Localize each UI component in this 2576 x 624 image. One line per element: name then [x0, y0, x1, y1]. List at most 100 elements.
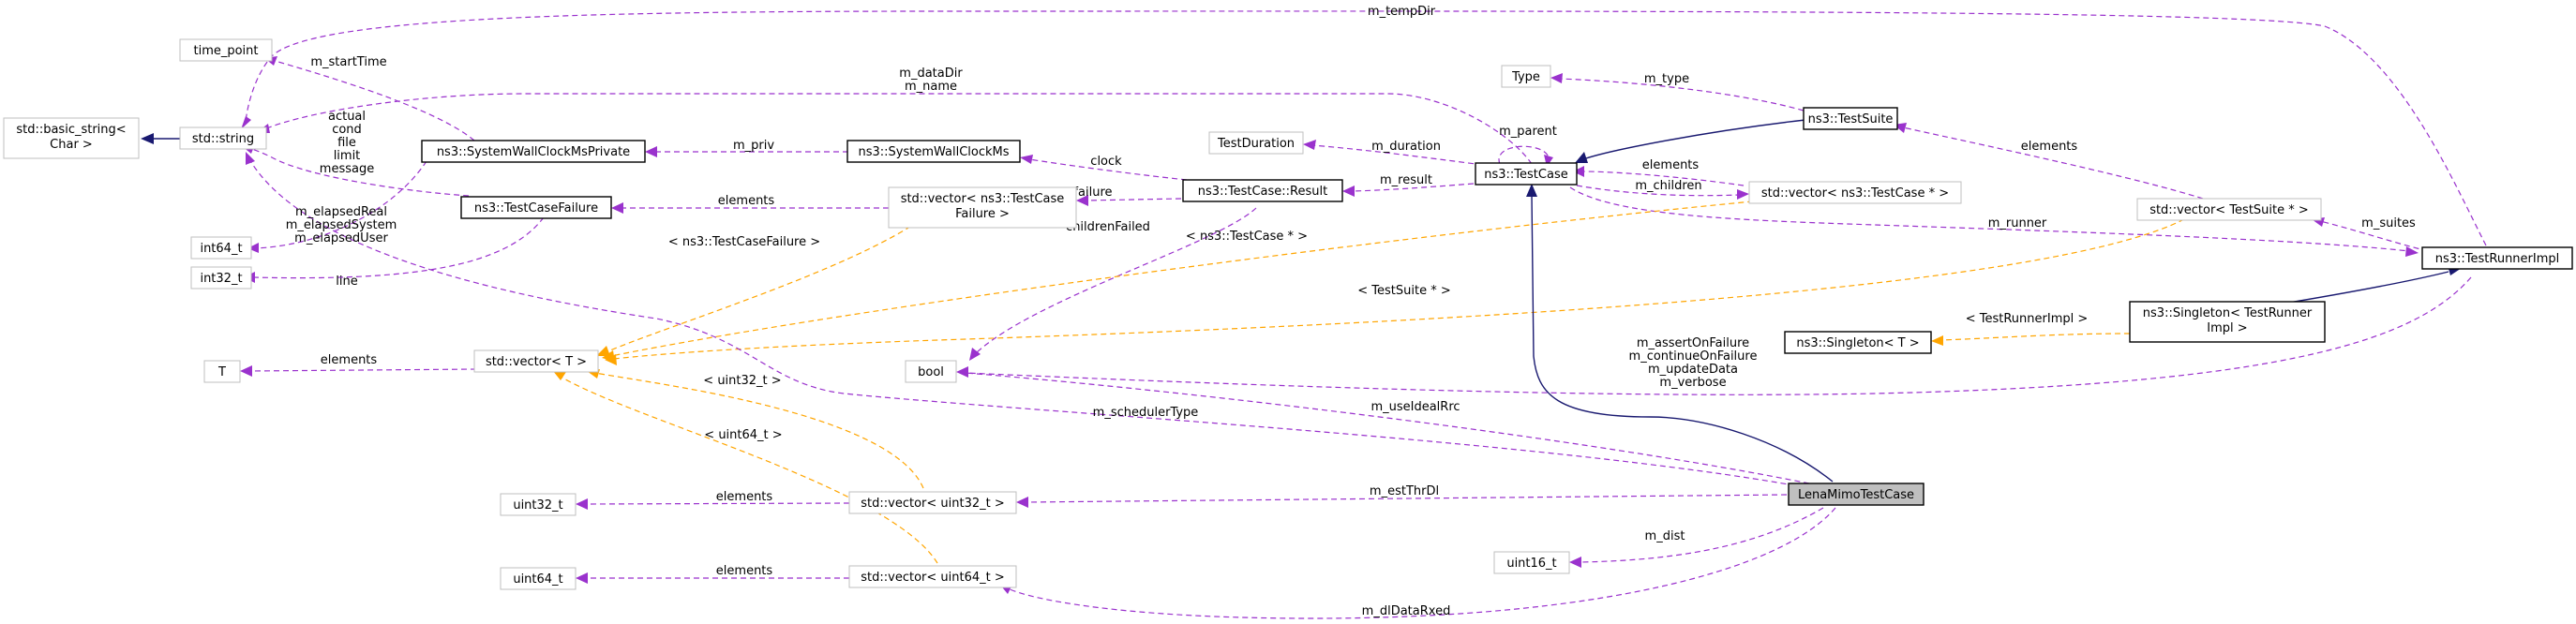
- node-time-point[interactable]: time_point: [179, 38, 273, 62]
- label-m-tempdir: m_tempDir: [1368, 5, 1436, 19]
- node-T[interactable]: T: [203, 360, 241, 383]
- arrowhead-m-children: [1737, 189, 1749, 200]
- node-bool[interactable]: bool: [905, 360, 957, 383]
- arrowhead-elements-uint32: [576, 498, 588, 510]
- node-testcasefailure[interactable]: ns3::TestCaseFailure: [460, 196, 612, 219]
- edge-testsuite-testcase: [1585, 119, 1806, 159]
- edge-elements-testsuite: [1902, 126, 2204, 200]
- node-uint32-t[interactable]: uint32_t: [500, 493, 577, 516]
- arrowhead-childrenfailed: [969, 348, 981, 361]
- label-m-result: m_result: [1380, 173, 1432, 187]
- arrowhead-testsuite-testcase: [1575, 152, 1588, 163]
- node-int64-t[interactable]: int64_t: [190, 236, 252, 260]
- node-label-vector-uint32: std::vector< uint32_t >: [861, 497, 1005, 511]
- node-label-systemwallclockmsprivate: ns3::SystemWallClockMsPrivate: [437, 145, 630, 159]
- node-vector-uint32[interactable]: std::vector< uint32_t >: [848, 491, 1017, 514]
- label-elements-uint64: elements: [716, 564, 773, 578]
- node-label-vector-testcasefailure-2: Failure >: [955, 207, 1010, 221]
- edge-m-type: [1559, 78, 1805, 111]
- node-vector-uint64[interactable]: std::vector< uint64_t >: [848, 565, 1017, 588]
- label-actual: actual: [328, 110, 366, 124]
- node-label-singleton-testrunnerimpl-1: ns3::Singleton< TestRunner: [2143, 306, 2313, 320]
- edge-tmpl-testcasefailure: [605, 220, 920, 353]
- node-type[interactable]: Type: [1501, 65, 1551, 88]
- node-basic-string[interactable]: std::basic_string< Char >: [3, 117, 140, 159]
- label-tmpl-testsuite: < TestSuite * >: [1357, 284, 1450, 298]
- node-label-vector-testcasefailure-1: std::vector< ns3::TestCase: [901, 192, 1065, 206]
- node-testrunnerimpl[interactable]: ns3::TestRunnerImpl: [2421, 246, 2573, 270]
- edge-m-useidealrrc: [965, 372, 1810, 484]
- node-label-testcasefailure: ns3::TestCaseFailure: [474, 201, 598, 215]
- node-systemwallclockmsprivate[interactable]: ns3::SystemWallClockMsPrivate: [421, 140, 646, 163]
- edge-failure: [1085, 198, 1182, 201]
- label-elements-failure: elements: [718, 194, 775, 208]
- label-m-elapsedsystem: m_elapsedSystem: [286, 218, 397, 232]
- node-int32-t[interactable]: int32_t: [190, 266, 252, 290]
- node-vector-testcase[interactable]: std::vector< ns3::TestCase * >: [1748, 181, 1962, 204]
- node-vector-testsuite[interactable]: std::vector< TestSuite * >: [2136, 198, 2322, 221]
- label-m-starttime: m_startTime: [310, 55, 386, 69]
- edge-singleton-runner: [2277, 271, 2449, 305]
- node-testduration[interactable]: TestDuration: [1208, 131, 1304, 155]
- arrowhead-m-tempdir: [241, 116, 251, 129]
- arrowhead-failure: [1076, 195, 1088, 206]
- node-label-testduration: TestDuration: [1217, 137, 1295, 151]
- node-singleton-T[interactable]: ns3::Singleton< T >: [1784, 331, 1932, 354]
- arrowhead-elements-uint64: [576, 572, 588, 584]
- node-vector-testcasefailure[interactable]: std::vector< ns3::TestCase Failure >: [888, 186, 1077, 229]
- label-tmpl-uint32: < uint32_t >: [703, 374, 781, 388]
- label-m-verbose: m_verbose: [1659, 376, 1726, 390]
- node-vector-T[interactable]: std::vector< T >: [473, 349, 599, 373]
- arrowhead-tmpl-testsuite: [605, 354, 617, 365]
- label-m-useidealrrc: m_useIdealRrc: [1370, 400, 1460, 414]
- arrowhead-runner-bool: [956, 366, 968, 378]
- edge-m-elapsed: [254, 160, 427, 249]
- edge-tmpl-testsuite: [613, 218, 2185, 360]
- label-elements-testcase: elements: [1642, 158, 1700, 172]
- label-m-datadir: m_dataDir: [899, 67, 963, 81]
- node-testsuite[interactable]: ns3::TestSuite: [1803, 107, 1898, 130]
- edge-tmpl-uint64: [560, 376, 938, 564]
- label-tmpl-testcase: < ns3::TestCase * >: [1186, 230, 1308, 244]
- node-systemwallclockms[interactable]: ns3::SystemWallClockMs: [846, 140, 1021, 163]
- node-singleton-testrunnerimpl[interactable]: ns3::Singleton< TestRunner Impl >: [2129, 301, 2326, 343]
- node-uint16-t[interactable]: uint16_t: [1493, 551, 1570, 574]
- edge-m-dldatarxed: [1007, 507, 1836, 619]
- node-label-basic-string-2: Char >: [50, 138, 93, 152]
- node-label-vector-T: std::vector< T >: [486, 355, 587, 369]
- label-m-duration: m_duration: [1371, 140, 1441, 154]
- edge-m-children: [1576, 185, 1741, 197]
- node-std-string[interactable]: std::string: [179, 126, 267, 150]
- node-label-basic-string-1: std::basic_string<: [16, 123, 126, 137]
- edge-tmpl-testrunnerimpl: [1939, 333, 2131, 341]
- edge-m-estthrdl: [1025, 494, 1788, 503]
- node-label-testcase-result: ns3::TestCase::Result: [1198, 185, 1327, 199]
- label-m-dldatarxed: m_dlDataRxed: [1362, 604, 1451, 618]
- arrowhead-elements-testcase: [1573, 166, 1584, 177]
- edge-tmpl-testcase: [610, 200, 1763, 357]
- arrowhead-m-dist: [1569, 557, 1581, 568]
- arrowhead-tmpl-testrunnerimpl: [1931, 335, 1943, 346]
- arrowhead-lena-testcase: [1526, 184, 1537, 197]
- edge-tmpl-uint32: [594, 372, 924, 489]
- edge-m-result: [1351, 183, 1475, 192]
- label-m-elapseduser: m_elapsedUser: [294, 231, 388, 245]
- label-failure: failure: [1073, 186, 1112, 200]
- label-limit: limit: [334, 149, 361, 163]
- label-message: message: [320, 162, 374, 176]
- label-m-elapsedreal: m_elapsedReal: [295, 205, 387, 219]
- edge-m-datadir: [263, 93, 1533, 165]
- arrowhead-m-runner: [2405, 246, 2419, 257]
- node-testcase-result[interactable]: ns3::TestCase::Result: [1182, 179, 1343, 202]
- arrowhead-elements-failure: [611, 202, 623, 214]
- edge-m-suites: [2319, 220, 2429, 252]
- node-testcase[interactable]: ns3::TestCase: [1475, 162, 1578, 186]
- node-label-testcase: ns3::TestCase: [1484, 168, 1567, 182]
- label-m-estthrdl: m_estThrDl: [1370, 484, 1439, 498]
- label-m-assertonfailure: m_assertOnFailure: [1637, 336, 1749, 350]
- node-uint64-t[interactable]: uint64_t: [500, 567, 577, 590]
- edge-elements-testcase: [1581, 171, 1745, 186]
- edge-m-dist: [1578, 507, 1824, 563]
- node-lenamimotestcase[interactable]: LenaMimoTestCase: [1788, 483, 1925, 506]
- label-m-children: m_children: [1635, 179, 1701, 193]
